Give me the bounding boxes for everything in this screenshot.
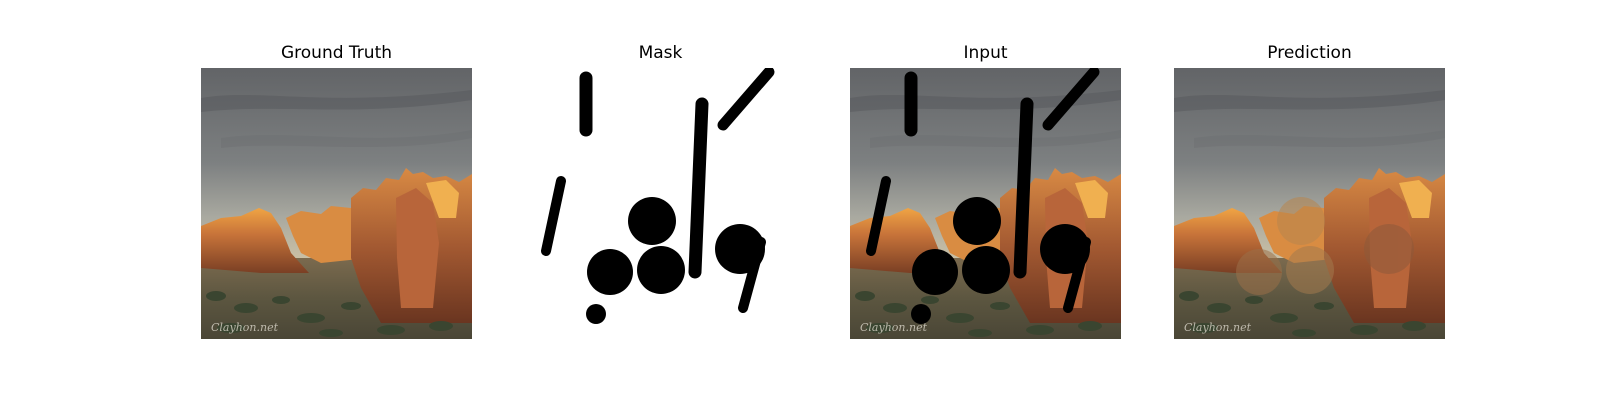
ground-truth-image: Clayhon.net bbox=[201, 68, 472, 339]
mask-image bbox=[525, 68, 796, 339]
panel-title-mask: Mask bbox=[638, 43, 683, 63]
input-image: Clayhon.net bbox=[850, 68, 1121, 339]
panel-title-input: Input bbox=[963, 43, 1008, 63]
watermark-text: Clayhon.net bbox=[860, 321, 928, 334]
panel-title-ground-truth: Ground Truth bbox=[280, 43, 393, 63]
panel-title-prediction: Prediction bbox=[1267, 43, 1352, 63]
prediction-image: Clayhon.net bbox=[1174, 68, 1445, 339]
watermark-text: Clayhon.net bbox=[1184, 321, 1252, 334]
watermark-text: Clayhon.net bbox=[211, 321, 279, 334]
